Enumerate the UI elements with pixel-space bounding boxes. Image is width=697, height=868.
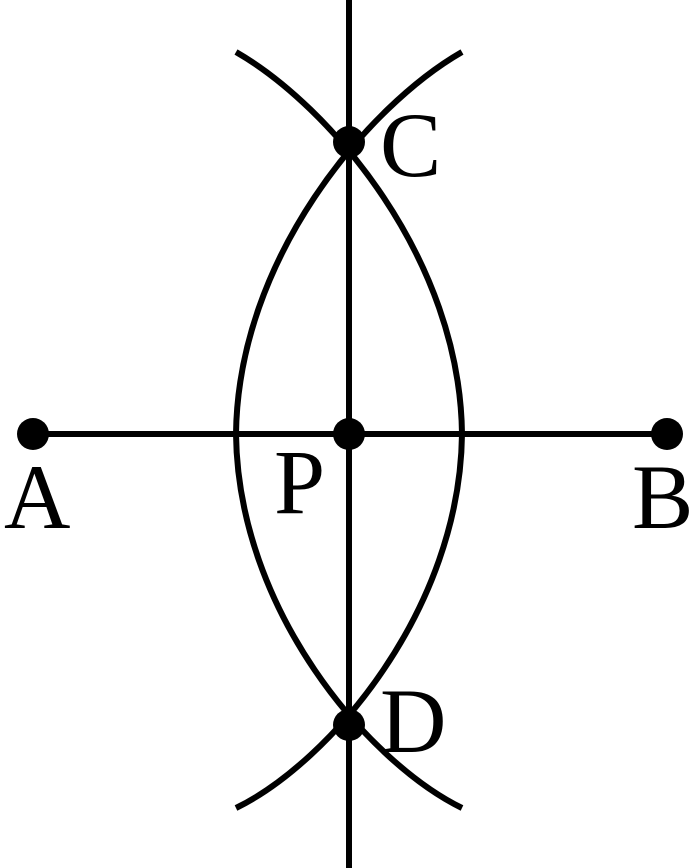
- arc-from-b: [232, 49, 464, 811]
- arc-from-a: [234, 49, 466, 811]
- point-b: [651, 418, 683, 450]
- point-d: [333, 709, 365, 741]
- label-b: B: [632, 446, 693, 548]
- point-a: [17, 418, 49, 450]
- point-p: [333, 418, 365, 450]
- label-c: C: [380, 94, 441, 196]
- label-d: D: [380, 670, 446, 772]
- point-c: [333, 126, 365, 158]
- label-p: P: [274, 431, 325, 533]
- label-a: A: [4, 446, 70, 548]
